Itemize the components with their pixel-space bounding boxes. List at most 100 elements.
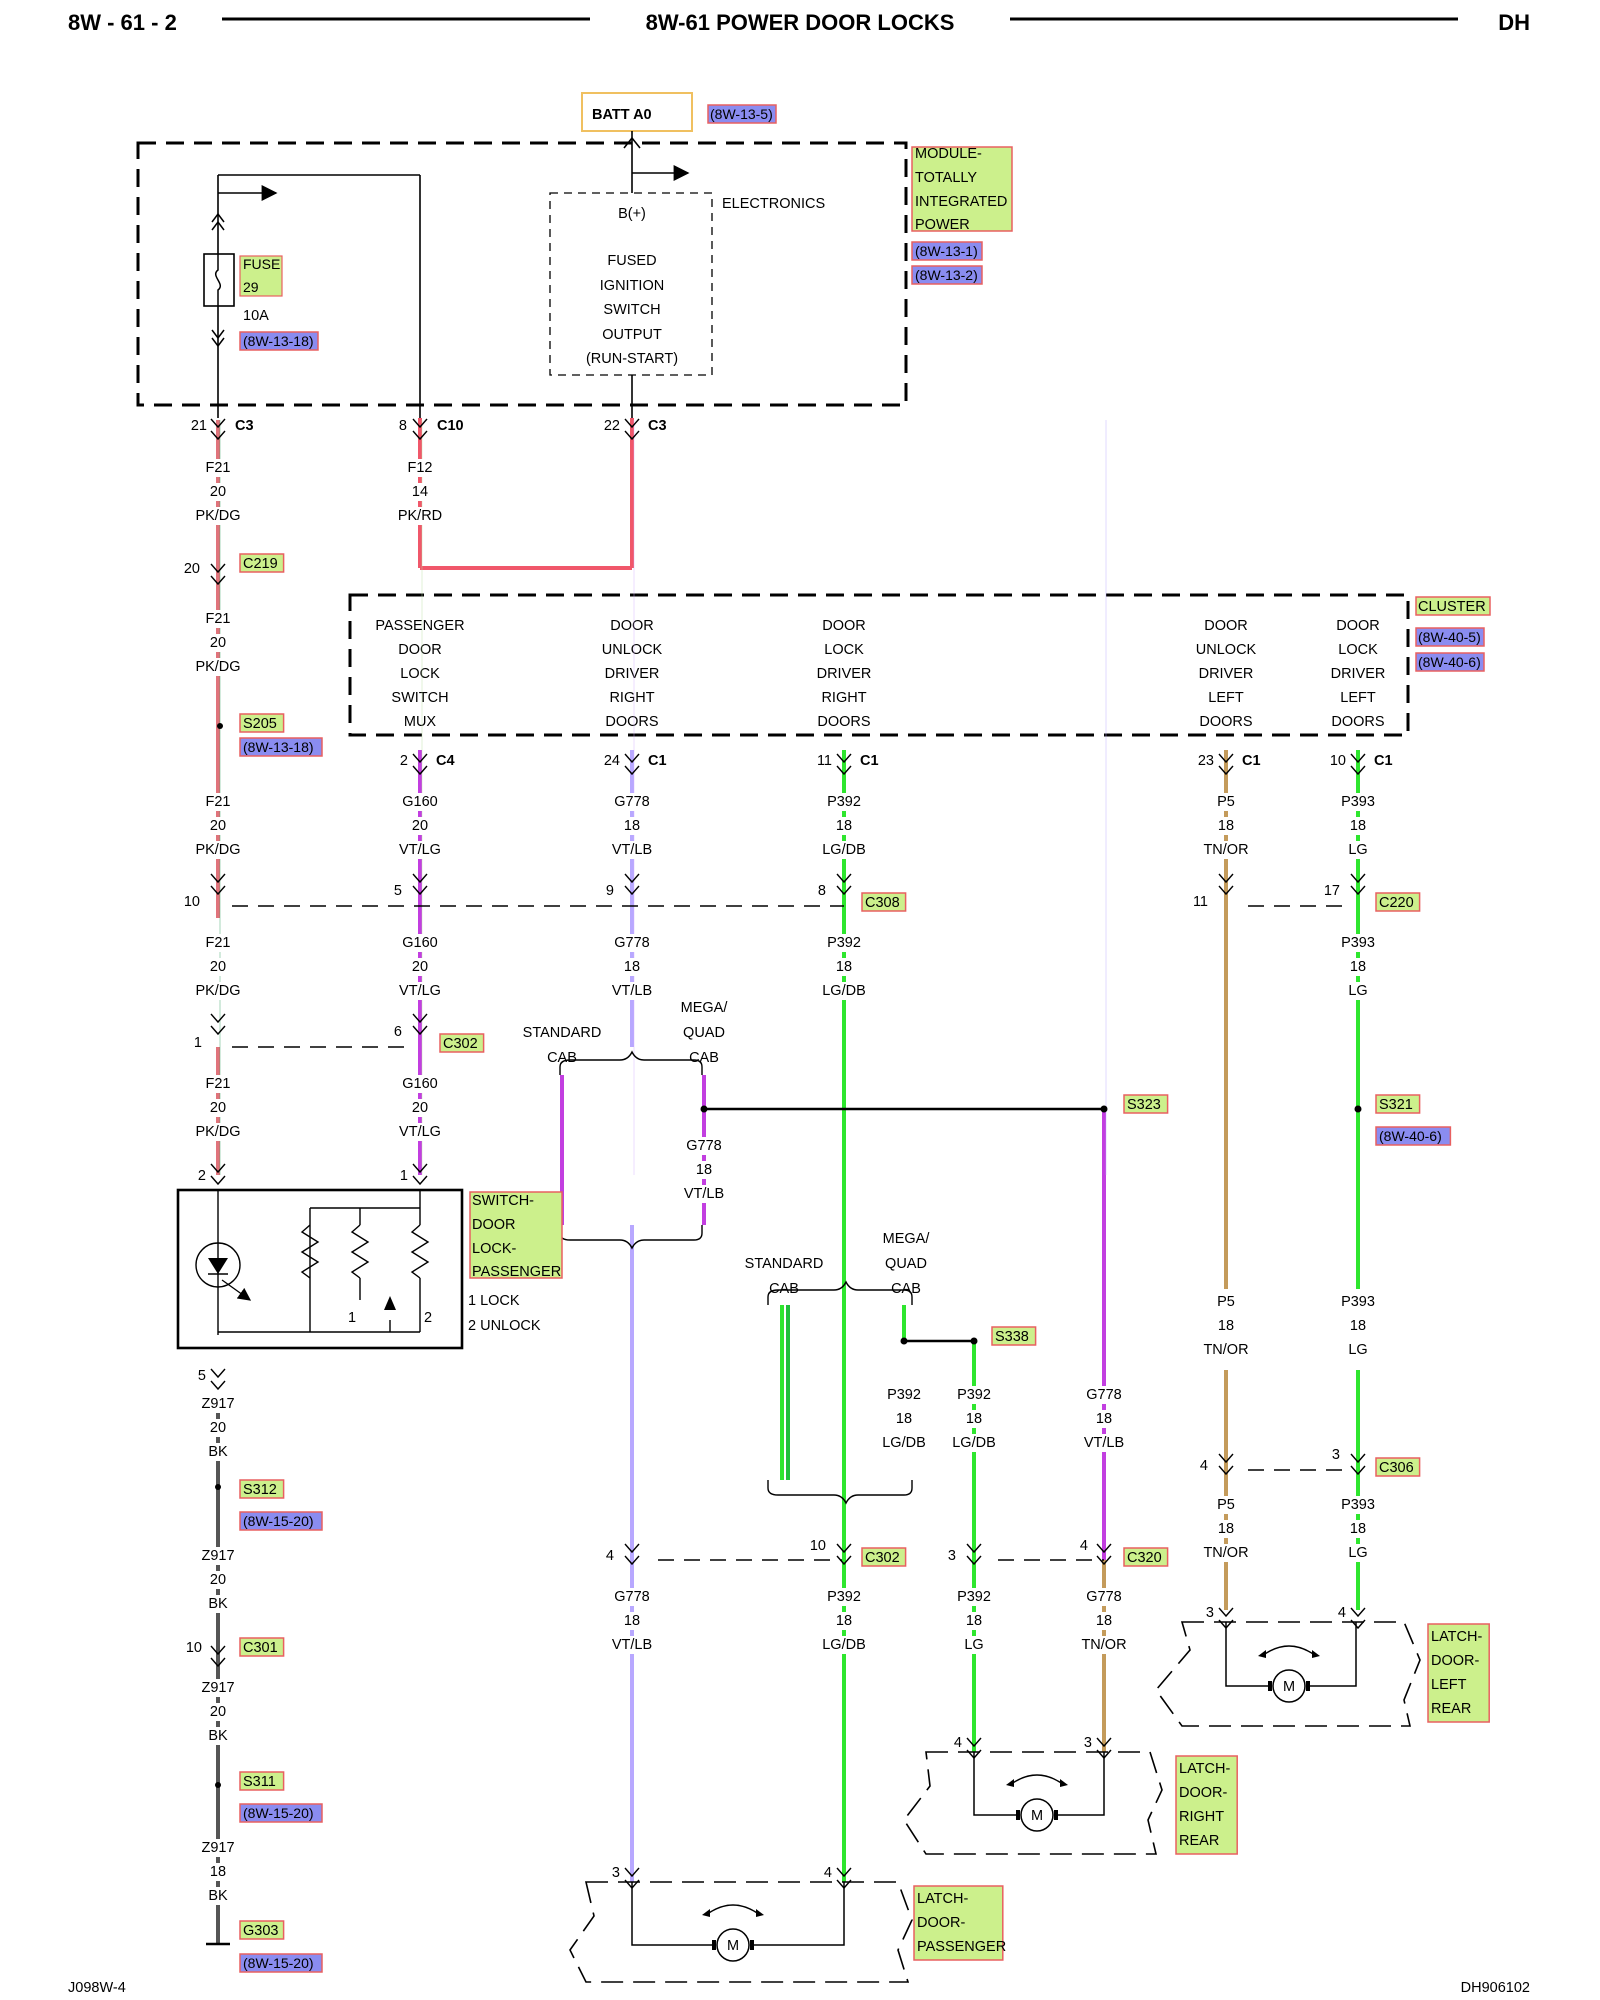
cluster-pin-desc: LEFT — [1208, 690, 1244, 706]
wire-label: 18 — [1350, 1521, 1366, 1537]
cluster-pin-desc: DOORS — [1199, 714, 1252, 730]
cluster-pin-desc: LOCK — [1338, 642, 1378, 658]
wire-label-bg — [394, 1099, 446, 1117]
cluster-pin-desc: DRIVER — [1331, 666, 1386, 682]
connector-label: 1 — [194, 1035, 202, 1051]
wire-label: 18 — [1218, 818, 1234, 834]
wire-label-bg — [192, 1839, 244, 1857]
wire-label: G778 — [614, 935, 649, 951]
fused-4: OUTPUT — [602, 327, 662, 343]
tag-g303: G303 — [243, 1923, 278, 1939]
wire-label-bg — [818, 934, 870, 952]
wire-label: LG — [1348, 1545, 1367, 1561]
wire-label: G778 — [614, 1589, 649, 1605]
connector-label: 3 — [612, 1865, 620, 1881]
connector-label: 5 — [198, 1368, 206, 1384]
wire-label-bg — [606, 793, 658, 811]
fuse-rating: 10A — [243, 308, 269, 324]
connector-label: QUAD — [885, 1256, 927, 1272]
connector-icon — [210, 873, 226, 896]
wire-label-bg — [606, 1588, 658, 1606]
cluster-name: CLUSTER — [1418, 599, 1486, 615]
connector-label: MEGA/ — [883, 1231, 931, 1247]
wire-label-bg — [394, 793, 446, 811]
wire-label: P392 — [827, 935, 861, 951]
cluster-pin-desc: LOCK — [400, 666, 440, 682]
tag-c308: C308 — [865, 895, 900, 911]
tag-box — [239, 737, 323, 757]
module-name-2: TOTALLY — [915, 170, 977, 186]
fuse-ref: (8W-13-18) — [243, 333, 314, 349]
wire-label-bg — [678, 1161, 730, 1179]
tag-s321-ref: (8W-40-6) — [1379, 1128, 1442, 1144]
connector-label: 4 — [954, 1735, 962, 1751]
wire-label: VT/LB — [1084, 1435, 1124, 1451]
tag-box — [861, 892, 907, 912]
splice-s323 — [1100, 1105, 1108, 1113]
switch-legend-1: 1 LOCK — [468, 1293, 520, 1309]
header-right: DH — [1498, 10, 1530, 35]
connector-label: 10 — [810, 1538, 826, 1554]
wire-label: F21 — [206, 794, 231, 810]
wire-label-bg — [1332, 934, 1384, 952]
tag-s311-ref: (8W-15-20) — [243, 1805, 314, 1821]
connector-label: C1 — [1242, 753, 1261, 769]
wire-label: LG/DB — [822, 1637, 866, 1653]
wire-label-bg — [192, 982, 244, 1000]
connector-icon — [624, 873, 640, 896]
latch-motor-icon — [716, 1928, 750, 1962]
connector-icon — [412, 418, 428, 441]
connector-icon — [624, 418, 640, 441]
wire-label: P393 — [1341, 794, 1375, 810]
tag-c301: C301 — [243, 1640, 278, 1656]
wire-label-bg — [678, 1185, 730, 1203]
latch-name: REAR — [1431, 1701, 1471, 1717]
connector-label: 10 — [1330, 753, 1346, 769]
wire-label-bg — [192, 1571, 244, 1589]
latch-passenger: M — [569, 1881, 913, 1983]
wire-label-bg — [878, 1386, 930, 1404]
connector-label: 4 — [1338, 1605, 1346, 1621]
connector-icon — [412, 873, 428, 896]
cluster-pin-desc: DOOR — [1204, 618, 1248, 634]
wire-label: VT/LB — [612, 983, 652, 999]
wire-label-bg — [1200, 1317, 1252, 1335]
connector-icon — [1350, 1453, 1366, 1476]
splice-p392 — [900, 1337, 908, 1345]
wire-label-bg — [1078, 1588, 1130, 1606]
wire-label: LG/DB — [822, 983, 866, 999]
tag-s205: S205 — [243, 716, 277, 732]
wire-label-bg — [1078, 1636, 1130, 1654]
connector-label: MEGA/ — [681, 1000, 729, 1016]
wire-label-bg — [192, 1419, 244, 1437]
tag-box — [239, 1803, 323, 1823]
wire-label-bg — [818, 817, 870, 835]
wire-label-bg — [394, 1075, 446, 1093]
tag-box — [439, 1033, 485, 1053]
wire-label: 20 — [210, 959, 226, 975]
connector-icon — [1218, 1453, 1234, 1476]
wire-label: TN/OR — [1203, 1545, 1248, 1561]
tag-box — [1375, 1457, 1421, 1477]
batt-label: BATT A0 — [592, 107, 652, 123]
switch-legend-2: 2 UNLOCK — [468, 1318, 541, 1334]
wire-label-bg — [192, 817, 244, 835]
wire-label-bg — [192, 1075, 244, 1093]
tag-s205-ref: (8W-13-18) — [243, 739, 314, 755]
connector-label: 22 — [604, 418, 620, 434]
wire-label-bg — [192, 634, 244, 652]
tag-c302b: C302 — [865, 1550, 900, 1566]
wire-label: 18 — [1218, 1318, 1234, 1334]
wire-label-bg — [192, 1099, 244, 1117]
splice-s312 — [215, 1484, 221, 1490]
latch-motor-icon — [1272, 1669, 1306, 1703]
wire-label: Z917 — [201, 1548, 234, 1564]
connector-label: 11 — [817, 753, 832, 769]
wire-label-bg — [1200, 817, 1252, 835]
wire-label: G160 — [402, 1076, 437, 1092]
switch-name-3: LOCK- — [472, 1241, 516, 1257]
tag-box — [1123, 1547, 1169, 1567]
wire-label-bg — [1332, 793, 1384, 811]
